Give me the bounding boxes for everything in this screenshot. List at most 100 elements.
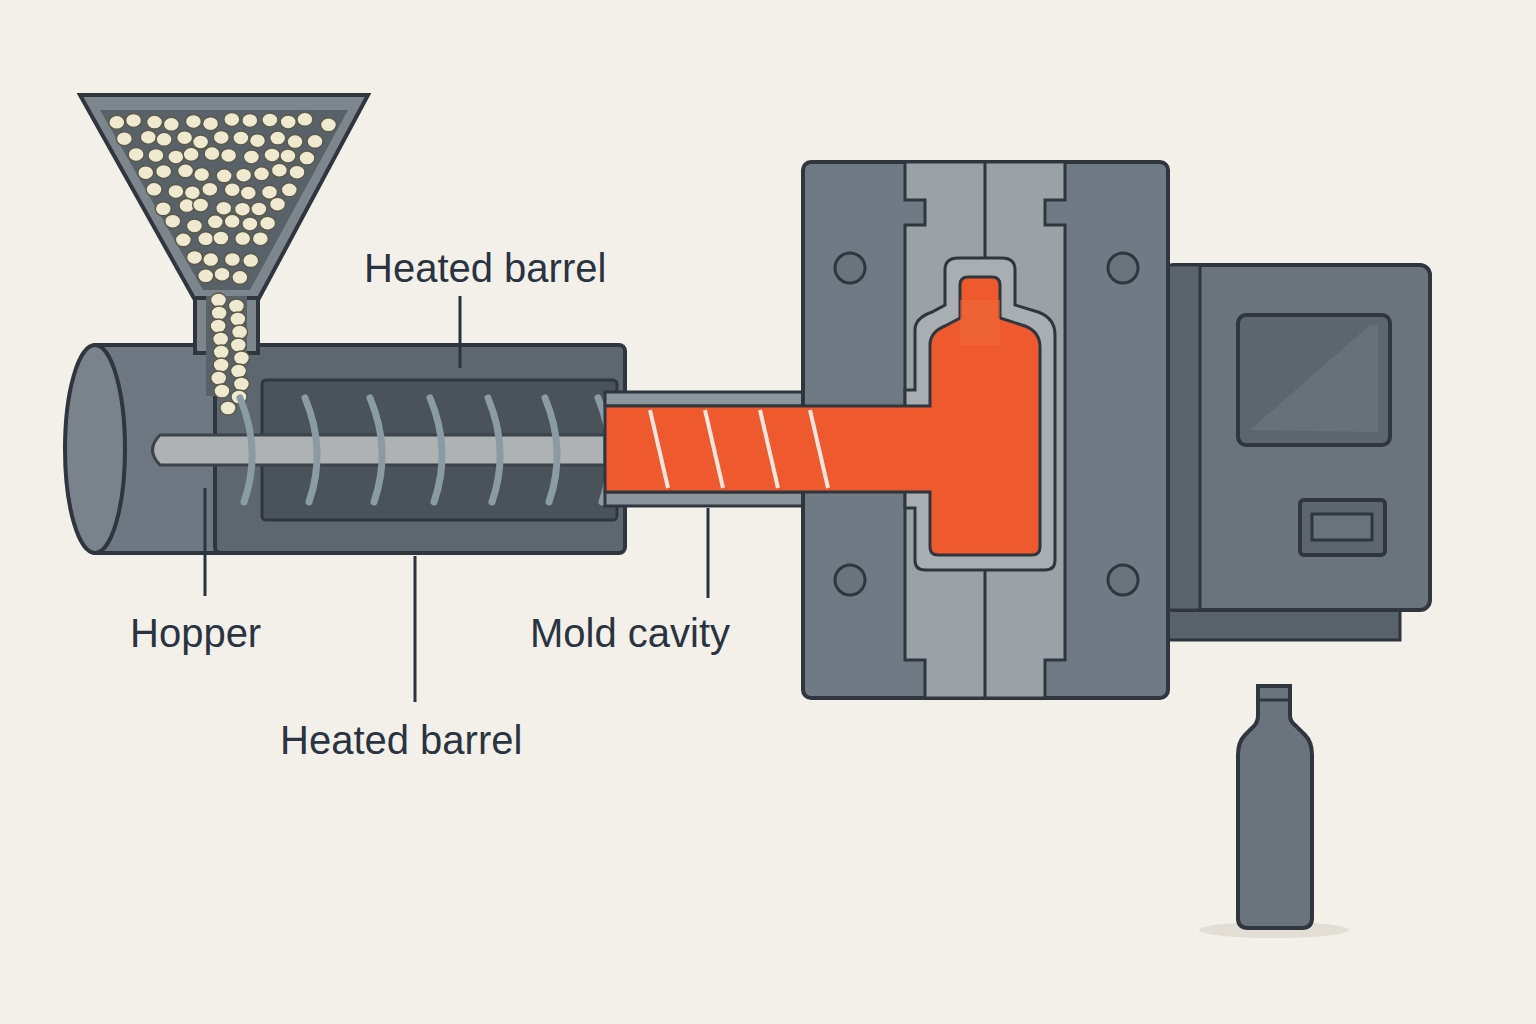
pellet xyxy=(280,149,296,163)
pellet xyxy=(203,253,219,267)
leader-line xyxy=(414,556,417,702)
pellet xyxy=(156,132,172,146)
pellet xyxy=(233,377,249,391)
pellet xyxy=(251,202,267,216)
pellet xyxy=(126,113,142,127)
pellets xyxy=(109,112,337,415)
pellet xyxy=(178,164,194,178)
pellet xyxy=(193,198,209,212)
screw-flights xyxy=(240,398,610,502)
pellet xyxy=(270,131,286,145)
screen-glare xyxy=(1250,325,1378,432)
pellet xyxy=(146,182,162,196)
pellet xyxy=(216,169,232,183)
pellet xyxy=(128,147,144,161)
pellet xyxy=(163,117,179,131)
pellet xyxy=(148,148,164,162)
pellet xyxy=(203,117,219,131)
pellet xyxy=(221,148,237,162)
pellet xyxy=(211,306,227,320)
pellet xyxy=(233,131,249,145)
screw-flight xyxy=(240,398,252,502)
pellet xyxy=(271,163,287,177)
pellet xyxy=(254,167,270,181)
part-label: Heated barrel xyxy=(280,716,522,764)
pellet xyxy=(242,217,258,231)
leader-line xyxy=(204,488,207,596)
pellet xyxy=(224,252,240,266)
pellet xyxy=(155,202,171,216)
pellet xyxy=(168,184,184,198)
pellet xyxy=(147,115,163,129)
screw-flight xyxy=(430,398,442,502)
molten-plastic xyxy=(605,277,1040,555)
machine-button xyxy=(1300,500,1385,555)
pellet xyxy=(262,113,278,127)
part-label: Heated barrel xyxy=(364,244,606,292)
pellet xyxy=(138,166,154,180)
pellet xyxy=(281,183,297,197)
pellet xyxy=(321,118,337,132)
pellet xyxy=(193,135,209,149)
pellet xyxy=(230,312,246,326)
pellet xyxy=(297,112,313,126)
pellet xyxy=(235,232,251,246)
pellet xyxy=(198,232,214,246)
hopper-inside xyxy=(100,110,348,290)
leader-line xyxy=(707,508,710,598)
pellet xyxy=(287,135,303,149)
pellet xyxy=(116,132,132,146)
pellet xyxy=(289,165,305,179)
part-label: Mold cavity xyxy=(530,609,730,657)
hopper-funnel xyxy=(80,95,368,300)
pellet xyxy=(270,197,286,211)
pellet xyxy=(280,115,296,129)
melt-flight xyxy=(650,410,668,488)
pellet xyxy=(299,151,315,165)
pellet xyxy=(175,233,191,247)
pellet xyxy=(214,384,230,398)
pellet xyxy=(204,147,220,161)
pellet xyxy=(216,201,232,215)
pellet xyxy=(187,250,203,264)
pellet xyxy=(194,168,210,182)
pellet xyxy=(232,270,248,284)
pellet xyxy=(214,267,230,281)
pellet xyxy=(243,254,259,268)
pellet xyxy=(307,134,323,148)
finished-bottle xyxy=(1238,686,1312,928)
button-face xyxy=(1312,514,1372,540)
pellet xyxy=(242,113,258,127)
bolt xyxy=(835,253,865,283)
pellet xyxy=(211,371,227,385)
pellet xyxy=(168,150,184,164)
pellet xyxy=(252,232,268,246)
pellet xyxy=(243,150,259,164)
screw-flight xyxy=(305,398,317,502)
melt-flight xyxy=(810,410,828,488)
pellet xyxy=(231,364,247,378)
machine-side xyxy=(1165,265,1200,610)
melt-highlight xyxy=(960,300,1000,345)
bolt xyxy=(835,565,865,595)
melt-flight xyxy=(760,410,778,488)
part-label: Hopper xyxy=(130,609,261,657)
pellet xyxy=(224,112,240,126)
barrel-end xyxy=(65,345,125,553)
pellet xyxy=(165,214,181,228)
pellet xyxy=(213,345,229,359)
pellet xyxy=(264,148,280,162)
pellet xyxy=(140,130,156,144)
pellet xyxy=(232,325,248,339)
pellet xyxy=(198,269,214,283)
bottle-cap-line xyxy=(1258,699,1290,702)
bolt xyxy=(1108,565,1138,595)
pellet xyxy=(177,131,193,145)
pellet xyxy=(213,130,229,144)
pellet xyxy=(213,358,229,372)
pellet xyxy=(234,202,250,216)
pellet xyxy=(233,351,249,365)
pellet xyxy=(213,231,229,245)
